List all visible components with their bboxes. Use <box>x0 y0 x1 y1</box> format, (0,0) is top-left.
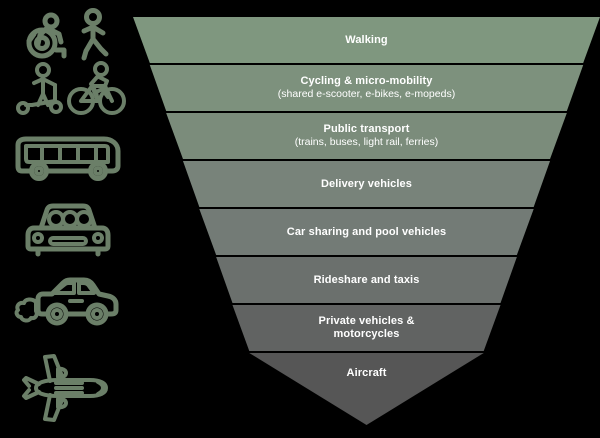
escooter-and-bicycle-icon <box>15 61 126 115</box>
pyramid-tier-public-transport[interactable]: Public transport (trains, buses, light r… <box>166 113 567 159</box>
tier-subtitle: (trains, buses, light rail, ferries) <box>294 136 439 148</box>
pyramid-tier-car-sharing[interactable]: Car sharing and pool vehicles <box>199 209 534 255</box>
inverted-pyramid-chart: Walking Cycling & micro-mobility (shared… <box>133 0 600 438</box>
pyramid-tier-walking[interactable]: Walking <box>133 17 600 63</box>
aircraft-icon <box>21 354 108 422</box>
icon-slot-bus <box>0 130 135 184</box>
car-with-exhaust-icon <box>14 277 118 326</box>
pyramid-tier-aircraft[interactable]: Aircraft <box>249 353 484 425</box>
icon-slot-walking <box>0 6 135 62</box>
wheelchair-and-walking-icon <box>26 8 108 61</box>
tier-subtitle: (shared e-scooter, e-bikes, e-mopeds) <box>277 88 456 100</box>
tier-title: Walking <box>345 33 388 46</box>
tier-title: Aircraft <box>346 367 387 379</box>
icon-slot-carpool <box>0 202 135 258</box>
icon-column <box>0 0 135 438</box>
pyramid-tier-private-vehicles[interactable]: Private vehicles & motorcycles <box>232 305 501 351</box>
tier-title: Public transport <box>323 123 410 135</box>
icon-slot-aircraft <box>0 352 135 424</box>
tier-title-line2: motorcycles <box>333 328 400 340</box>
bus-icon <box>15 136 120 181</box>
tier-title: Cycling & micro-mobility <box>300 75 433 87</box>
pyramid-tier-delivery-vehicles[interactable]: Delivery vehicles <box>182 161 551 207</box>
tier-title: Rideshare and taxis <box>313 273 420 286</box>
tier-title: Delivery vehicles <box>321 177 412 190</box>
icon-slot-private-car <box>0 274 135 330</box>
tier-title: Private vehicles & <box>318 315 415 327</box>
tier-title: Car sharing and pool vehicles <box>286 225 447 238</box>
carpool-car-icon <box>25 203 110 257</box>
pyramid-tier-rideshare[interactable]: Rideshare and taxis <box>216 257 517 303</box>
pyramid-tier-cycling[interactable]: Cycling & micro-mobility (shared e-scoot… <box>149 65 584 111</box>
icon-slot-cycling <box>0 60 135 116</box>
